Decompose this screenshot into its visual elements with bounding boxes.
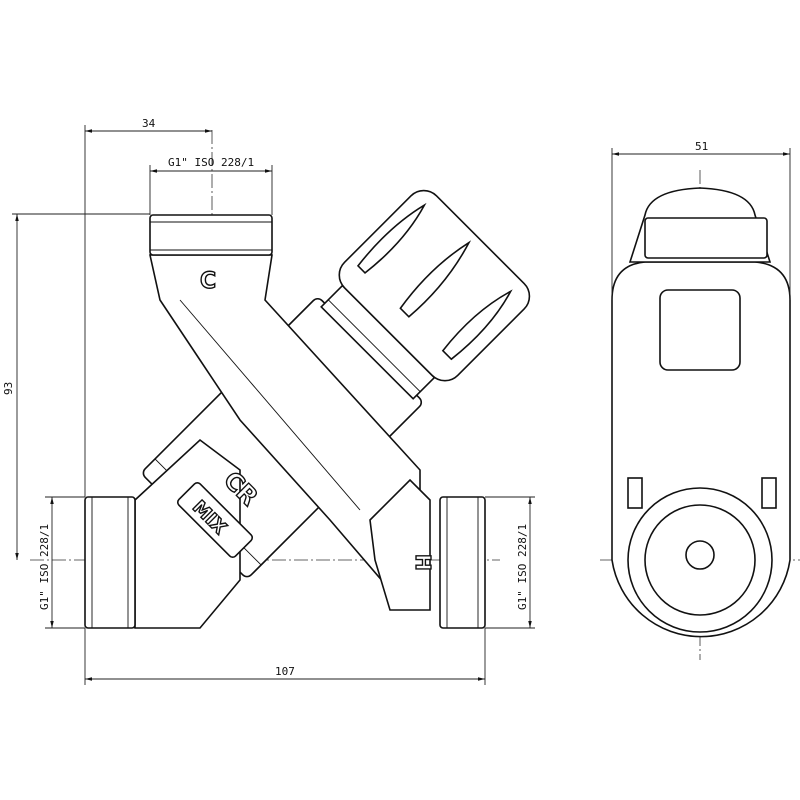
dim-left-thread: G1" ISO 228/1: [38, 524, 51, 610]
dim-right-thread: G1" ISO 228/1: [516, 524, 529, 610]
adjustment-knob: [338, 189, 531, 382]
dimension-51: 51: [611, 140, 791, 300]
side-outlet-ring: [627, 487, 773, 633]
front-view: C CR MIX H 34 G1" ISO 228/1 93 107: [2, 117, 535, 685]
dimension-93: 93: [2, 213, 150, 560]
knob-grips: [356, 202, 513, 361]
dimension-107: 107: [84, 628, 486, 685]
marking-cold: C: [200, 269, 216, 294]
marking-hot: H: [411, 554, 435, 571]
dimension-right-thread: G1" ISO 228/1: [485, 496, 535, 629]
top-cold-inlet-fitting: [149, 214, 273, 256]
outlet-elbow: [134, 438, 241, 629]
dimension-top-thread: G1" ISO 228/1: [149, 156, 273, 215]
dim-top-thread: G1" ISO 228/1: [168, 156, 254, 169]
dim-height: 93: [2, 382, 15, 395]
side-top-fitting: [644, 217, 768, 259]
dimension-left-thread: G1" ISO 228/1: [38, 496, 85, 629]
dimension-34: 34: [84, 117, 212, 497]
inlet-arm: [149, 254, 431, 611]
right-hot-inlet-fitting: [439, 496, 486, 629]
side-view: 51: [600, 140, 800, 660]
left-mix-outlet-fitting: [84, 496, 136, 629]
dim-top-width: 34: [142, 117, 156, 130]
dim-side-width: 51: [695, 140, 708, 153]
dim-total-width: 107: [275, 665, 295, 678]
